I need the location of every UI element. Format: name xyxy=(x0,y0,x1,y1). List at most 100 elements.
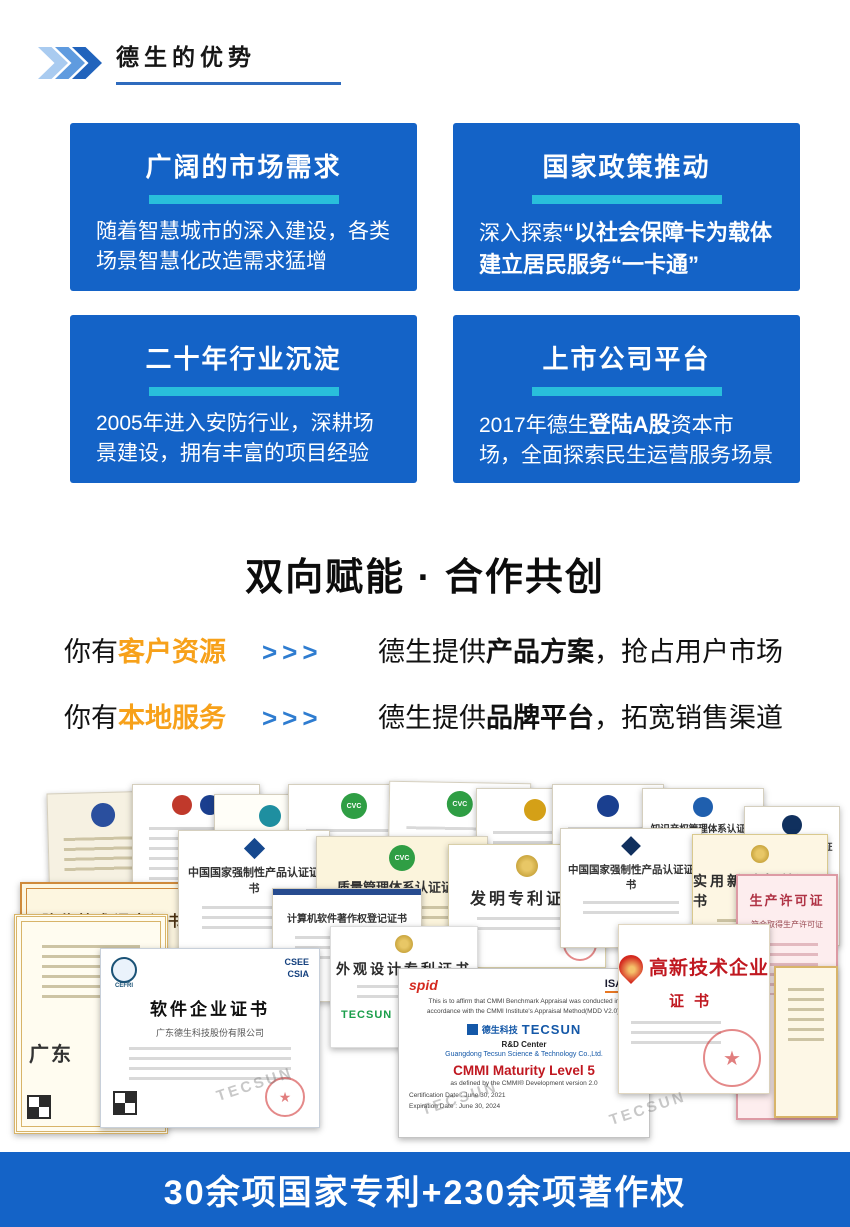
cooperation-row: 你有本地服务 >>> 德生提供品牌平台，拓宽销售渠道 xyxy=(64,696,824,735)
certificate-title: 发明专利证书 xyxy=(469,891,584,908)
hightech-title-row: 高新技术企业 xyxy=(614,949,770,984)
card-body: 深入探索“以社会保障卡为载体建立居民服务“一卡通” xyxy=(479,217,774,281)
badge-csee: CSEE xyxy=(284,957,309,967)
accent-bar xyxy=(531,195,722,204)
section-header: 德生的优势 xyxy=(38,44,341,85)
certificate-title: 中国国家强制性产品认证证书 xyxy=(188,867,320,895)
arrows-icon: >>> xyxy=(262,637,323,667)
cvc-label: CVC xyxy=(452,800,468,808)
tecsun-en: TECSUN xyxy=(521,1022,582,1038)
cooperation-text: 德生提供产品方案，抢占用户市场 xyxy=(378,630,783,669)
page-title: 德生的优势 xyxy=(116,44,256,70)
text-lines xyxy=(477,917,577,935)
certificate-title: 计算机软件著作权登记证书 xyxy=(287,914,407,925)
advantage-card-market: 广阔的市场需求 随着智慧城市的深入建设，各类场景智慧化改造需求猛增 xyxy=(70,123,417,291)
cefri-label: CEFRI xyxy=(115,983,133,989)
region-text: 广东 xyxy=(29,1044,73,1066)
header-band xyxy=(273,889,421,895)
cvc-label: CVC xyxy=(346,802,362,810)
coop-rest: ，拓宽销售渠道 xyxy=(594,703,783,733)
cvc-label: CVC xyxy=(394,854,410,862)
cmmi-dates: Certification Date : June 30, 2021 Expir… xyxy=(409,1091,505,1112)
company-name: 广东德生科技股份有限公司 xyxy=(155,1028,264,1038)
card-body-text: 2017年德生 xyxy=(479,414,589,437)
coop-prefix: 你有 xyxy=(64,637,118,667)
certificate-header: CEFRI CSEE CSIA xyxy=(101,949,319,989)
cmmi-statement: This is to affirm that CMMI Benchmark Ap… xyxy=(427,997,621,1017)
spid-logo: spid xyxy=(409,977,438,993)
card-title: 国家政策推动 xyxy=(542,152,711,182)
certificates-collage: CVC CVC ★ 知识产权管理体系认证证书 商用密码产品认证证书 xyxy=(0,778,850,1152)
cooperation-row: 你有客户资源 >>> 德生提供产品方案，抢占用户市场 xyxy=(64,630,824,669)
card-body: 随着智慧城市的深入建设，各类场景智慧化改造需求猛增 xyxy=(96,217,391,277)
cmmi-level: CMMI Maturity Level 5 xyxy=(453,1063,595,1079)
title-block: 德生的优势 xyxy=(116,44,341,85)
emblem-icon xyxy=(597,795,619,817)
certificate-title: 高新技术企业 xyxy=(649,958,770,979)
cefri-logo: CEFRI xyxy=(111,957,137,989)
card-title: 二十年行业沉淀 xyxy=(145,344,342,374)
coop-prefix: 你有 xyxy=(64,703,118,733)
association-badges: CSEE CSIA xyxy=(284,957,309,980)
card-body-text: 深入探索 xyxy=(479,222,563,245)
qr-code xyxy=(27,1095,51,1119)
card-body-text: 2005年进入安防行业，深耕场景建设，拥有丰富的项目经验 xyxy=(96,412,374,465)
certificate-software: CEFRI CSEE CSIA 软件企业证书 广东德生科技股份有限公司 ★ xyxy=(100,948,320,1128)
certificate-title: 中国国家强制性产品认证证书 xyxy=(568,864,694,892)
emblem-icon xyxy=(621,836,641,856)
text-lines xyxy=(129,1047,291,1083)
card-title: 上市公司平台 xyxy=(542,344,711,374)
coop-lead: 德生提供 xyxy=(378,637,486,667)
certificate-fancy xyxy=(774,966,838,1118)
cvc-emblem-icon: CVC xyxy=(389,845,415,871)
title-underline xyxy=(116,81,341,85)
card-body-text: 登陆A股 xyxy=(588,412,671,437)
cmmi-cert-date: Certification Date : June 30, 2021 xyxy=(409,1092,506,1100)
emblem-icon xyxy=(782,815,802,835)
text-lines xyxy=(788,988,824,1048)
bottom-banner: 30余项国家专利+230余项著作权 xyxy=(0,1152,850,1227)
arrows-icon: >>> xyxy=(262,703,323,733)
card-body: 2017年德生登陆A股资本市场，全面探索民生运营服务场景 xyxy=(479,409,774,471)
certificate-cmmi: spid ISACA This is to affirm that CMMI B… xyxy=(398,968,650,1138)
card-body-text: 随着智慧城市的深入建设，各类场景智慧化改造需求猛增 xyxy=(96,220,390,273)
cmmi-company: Guangdong Tecsun Science & Technology Co… xyxy=(445,1051,603,1059)
badge-csia: CSIA xyxy=(287,968,309,979)
cooperation-text: 德生提供品牌平台，拓宽销售渠道 xyxy=(378,696,783,735)
tecsun-logo: TECSUN xyxy=(341,1009,393,1021)
certificate-title: 软件企业证书 xyxy=(150,1000,270,1019)
emblem-icon xyxy=(90,802,116,828)
card-body-text: “以社会保障卡为载体建立居民服务“一卡通” xyxy=(479,220,773,277)
banner-text: 30余项国家专利+230余项著作权 xyxy=(163,1174,687,1212)
cmmi-dept: R&D Center xyxy=(501,1040,547,1050)
red-seal-icon: ★ xyxy=(703,1029,761,1087)
chevrons-icon xyxy=(38,47,102,79)
card-body: 2005年进入安防行业，深耕场景建设，拥有丰富的项目经验 xyxy=(96,409,391,469)
coop-highlight: 本地服务 xyxy=(118,703,226,733)
cefri-emblem-icon xyxy=(111,957,137,983)
cmmi-defined: as defined by the CMMI® Development vers… xyxy=(450,1080,598,1088)
national-emblem-icon xyxy=(395,935,413,953)
card-body-text: 资本市场，全面探索民生运营服务场景 xyxy=(479,414,773,467)
section-heading: 双向赋能 · 合作共创 xyxy=(245,557,605,599)
red-seal-icon: ★ xyxy=(265,1077,305,1117)
qr-code xyxy=(113,1091,137,1115)
tecsun-cn: 德生科技 xyxy=(481,1025,518,1036)
cooperation-left: 你有客户资源 xyxy=(64,630,262,669)
card-title: 广阔的市场需求 xyxy=(145,152,342,182)
emblem-icon xyxy=(524,799,546,821)
cooperation-left: 你有本地服务 xyxy=(64,696,262,735)
accent-bar xyxy=(148,195,339,204)
advantage-card-policy: 国家政策推动 深入探索“以社会保障卡为载体建立居民服务“一卡通” xyxy=(453,123,800,291)
certificate-note: 符合取得生产许可证 xyxy=(750,920,823,929)
cmmi-header: spid ISACA xyxy=(409,977,639,993)
emblem-icon xyxy=(172,795,192,815)
tecsun-logo-block: 德生科技 TECSUN xyxy=(466,1022,582,1038)
cmmi-exp-date: Expiration Date : June 30, 2024 xyxy=(409,1102,501,1110)
accent-bar xyxy=(531,387,722,396)
flame-icon xyxy=(614,949,648,984)
certificate-title: 生产许可证 xyxy=(749,893,825,908)
emblem-row xyxy=(172,795,220,815)
cvc-emblem-icon: CVC xyxy=(341,793,367,819)
